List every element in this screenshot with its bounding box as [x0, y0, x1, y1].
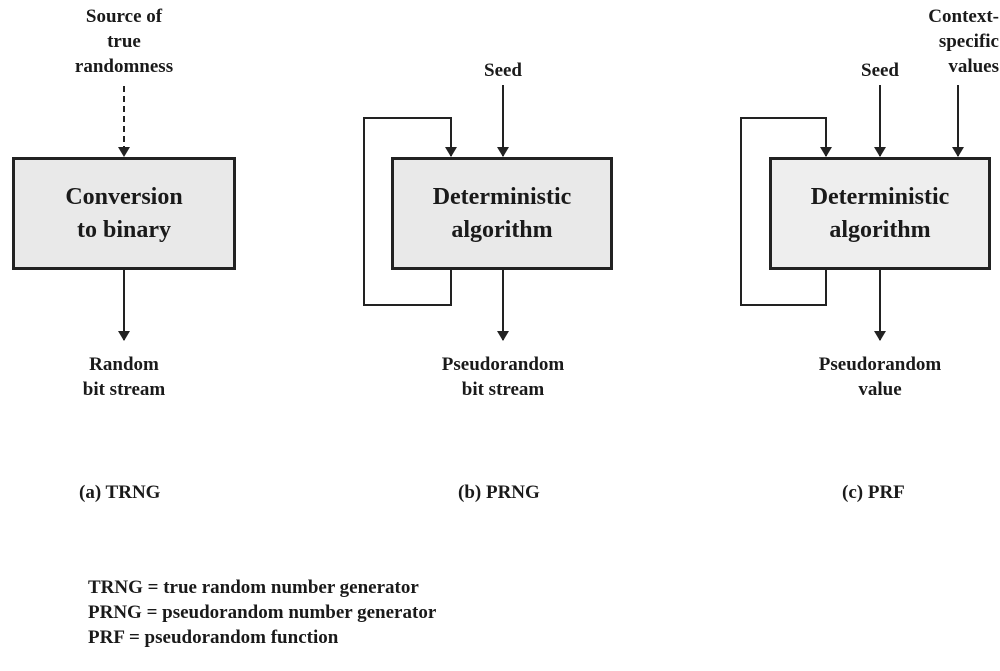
prng-output-line-2: bit stream [461, 379, 545, 400]
prf-output-label: Pseudorandom value [800, 352, 960, 402]
legend-trng: TRNG = true random number generator [88, 577, 419, 598]
prng-output-label: Pseudorandom bit stream [423, 352, 583, 402]
trng-input-line-2: true [107, 31, 141, 52]
legend: TRNG = true random number generator PRNG… [88, 575, 436, 650]
trng-input-line-1: Source of [85, 6, 163, 27]
trng-box-line-1: Conversion [65, 183, 183, 210]
trng-conversion-box: Conversion to binary [12, 157, 236, 270]
prf-output-line-2: value [858, 379, 902, 400]
prf-caption: (c) PRF [842, 482, 905, 503]
trng-input-label: Source of true randomness [54, 4, 194, 79]
prf-context-label: Context- specific values [913, 4, 999, 79]
prf-seed-label: Seed [861, 60, 899, 81]
prf-box-line-1: Deterministic [810, 183, 950, 210]
prf-context-line-3: values [948, 56, 999, 77]
prng-seed-label: Seed [484, 60, 522, 81]
trng-caption: (a) TRNG [79, 482, 161, 503]
prng-box-line-1: Deterministic [432, 183, 572, 210]
trng-output-line-1: Random [89, 354, 159, 375]
prf-context-line-1: Context- [928, 6, 999, 27]
legend-prng: PRNG = pseudorandom number generator [88, 602, 437, 623]
trng-output-line-2: bit stream [82, 379, 166, 400]
prng-caption: (b) PRNG [458, 482, 540, 503]
prf-box-line-2: algorithm [829, 216, 931, 243]
prng-output-line-1: Pseudorandom [441, 354, 565, 375]
prng-box-line-2: algorithm [451, 216, 553, 243]
prf-output-line-1: Pseudorandom [818, 354, 942, 375]
legend-prf: PRF = pseudorandom function [88, 627, 339, 648]
prf-feedback-loop [740, 117, 832, 306]
prng-algorithm-box: Deterministic algorithm [391, 157, 613, 270]
trng-output-label: Random bit stream [54, 352, 194, 402]
prf-context-line-2: specific [938, 31, 999, 52]
trng-input-line-3: randomness [74, 56, 174, 77]
prng-feedback-loop [363, 117, 457, 306]
trng-box-line-2: to binary [76, 216, 171, 243]
prf-algorithm-box: Deterministic algorithm [769, 157, 991, 270]
